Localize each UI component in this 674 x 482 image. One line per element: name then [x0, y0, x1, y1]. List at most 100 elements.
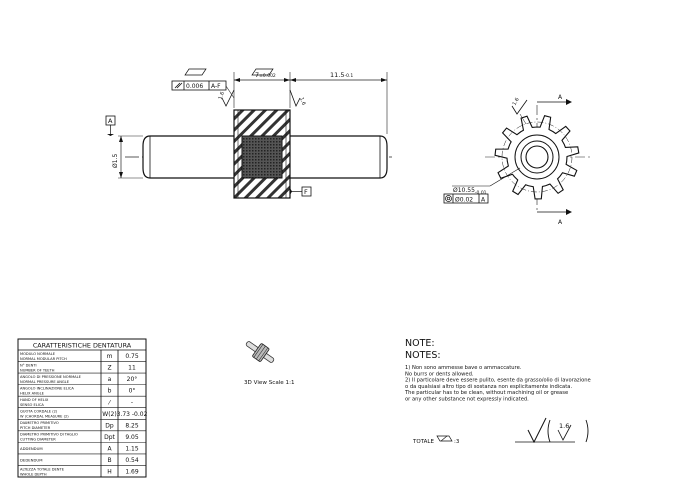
row-value: - — [131, 399, 133, 406]
svg-text:A: A — [481, 197, 486, 204]
row-symbol: A — [107, 445, 112, 452]
svg-text:1.6: 1.6 — [218, 91, 226, 101]
table-row: DEDENDUM B 0.54 — [20, 457, 139, 464]
row-label-it: ANGOLO DI PRESSIONE NORMALE — [20, 375, 82, 379]
row-label-it: ANGOLO INCLINAZIONE ELICA — [20, 386, 74, 390]
notes-heading-it: NOTE: — [405, 338, 435, 349]
side-view: A A 1.6 Ø10.55-0.01 Ø0.02 A — [443, 94, 590, 226]
iso-view-caption: 3D View Scale 1:1 — [244, 380, 295, 386]
note-line: 2) Il particolare deve essere pulito, es… — [405, 378, 591, 384]
row-value: 0.75 — [125, 353, 139, 360]
svg-text:A: A — [108, 117, 113, 125]
note-line: or any other substance not expressly ind… — [405, 397, 529, 403]
svg-text:1.6: 1.6 — [559, 422, 569, 430]
row-label-en: NUMBER OF TEETH — [20, 368, 55, 372]
row-value: 20° — [127, 376, 138, 383]
arrowhead — [566, 99, 572, 105]
row-label-it: HAND OF HELIX — [20, 398, 49, 402]
row-label-en: HELIX ANGLE — [20, 391, 45, 395]
row-symbol: ⁄ — [107, 399, 112, 406]
iso-gear-model — [245, 341, 275, 363]
pitch-circle — [501, 121, 573, 193]
row-label-en: SENSO ELICA — [20, 403, 44, 407]
arrowhead — [290, 78, 296, 82]
note-line: 1) Non sono ammesse bave o ammaccature. — [405, 365, 522, 371]
section-mark-top: A — [558, 94, 563, 101]
position-control-frame: Ø0.02 A — [443, 193, 489, 204]
svg-text:1.6: 1.6 — [512, 97, 521, 107]
row-symbol: a — [108, 376, 112, 383]
roughness-symbol-left: 1.6 — [218, 89, 235, 107]
row-symbol: Dp — [105, 422, 114, 429]
bore-circle — [525, 145, 549, 169]
tooth-roughness-symbol: 1.6 — [512, 97, 528, 125]
arrowhead — [234, 78, 240, 82]
row-label-en: WHOLE DEPTH — [20, 472, 47, 476]
section-mark-bottom: A — [558, 219, 563, 226]
iso-3d-view: 3D View Scale 1:1 — [244, 341, 295, 386]
row-label-it: DIAMETRO PRIMITIVO — [20, 421, 59, 425]
arrowhead — [381, 78, 387, 82]
row-label-it: DEDENDUM — [20, 457, 42, 462]
row-label-it: MODULO NORMALE — [20, 352, 56, 356]
row-label-en: NORMAL PRESSURE ANGLE — [20, 380, 70, 384]
row-value: 1.15 — [125, 445, 139, 452]
notes-block: NOTE: NOTES: 1) Non sono ammesse bave o … — [404, 338, 591, 445]
row-value: 0° — [129, 388, 136, 395]
total-runout-icon — [174, 82, 183, 89]
row-label-en: NORMAL MODULAR PITCH — [20, 357, 67, 361]
row-label-it: QUOTA CORDALE (2) — [20, 410, 58, 414]
note-line: No burrs or dents allowed. — [405, 371, 474, 377]
leader-line — [489, 167, 521, 187]
totale-value: :3 — [454, 439, 460, 445]
gear-knurl-core — [241, 135, 283, 179]
notes-heading-en: NOTES: — [405, 350, 441, 361]
totale-flag — [436, 435, 453, 442]
row-label-en: CUTTING DIAMETER — [20, 438, 56, 442]
row-value: 0.54 — [125, 457, 139, 464]
totale-label: TOTALE — [412, 439, 434, 445]
gear-data-table: CARATTERISTICHE DENTATURA MODULO NORMALE… — [17, 338, 148, 478]
svg-text:Ø0.02: Ø0.02 — [455, 197, 473, 204]
row-symbol: Z — [107, 365, 111, 372]
row-label-it: DIAMETRO PRIMITIVO DI TAGLIO — [20, 433, 78, 437]
row-label-it: ALTEZZA TOTALE DENTE — [20, 467, 65, 471]
row-symbol: m — [107, 353, 113, 360]
arrowhead — [119, 172, 123, 178]
svg-text:1.6: 1.6 — [298, 97, 306, 107]
table-row: QUOTA CORDALE (2)W (CHORDAL MEASURE (2) W… — [20, 410, 148, 419]
arrowhead — [119, 136, 123, 142]
row-label-en: W (CHORDAL MEASURE (2) — [20, 415, 69, 419]
shaft-length-dim: 11.5-0.1 — [330, 71, 353, 79]
row-value: 8.25 — [125, 422, 139, 429]
general-roughness-symbol: 1.6 — [515, 417, 589, 444]
table-title: CARATTERISTICHE DENTATURA — [33, 342, 132, 350]
row-value: 11 — [128, 365, 136, 372]
row-symbol: B — [107, 457, 111, 464]
svg-text:F: F — [304, 188, 308, 196]
row-label-en: PITCH DIAMETER — [20, 426, 51, 430]
row-value: 9.05 — [125, 434, 139, 441]
note-line: The particular has to be clean, without … — [404, 390, 568, 396]
row-symbol: H — [107, 469, 112, 476]
row-symbol: W(2) — [102, 411, 116, 418]
row-value: 1.69 — [125, 469, 139, 476]
arrowhead — [566, 209, 572, 215]
shaft-diameter-dim: Ø1.5 — [112, 154, 119, 168]
bore-diameter-dim: Ø10.55-0.01 — [453, 187, 487, 196]
svg-text:0.006: 0.006 — [186, 83, 203, 90]
flag-icon — [251, 68, 274, 76]
concentricity-icon — [445, 195, 452, 202]
runout-control-frame: 0.006 A-F — [171, 68, 235, 99]
datum-a-marker: A — [105, 115, 116, 136]
row-label-it: N° DENTI — [20, 363, 37, 367]
row-symbol: b — [108, 388, 112, 395]
row-value: 3.73 -0.02 — [117, 411, 148, 418]
